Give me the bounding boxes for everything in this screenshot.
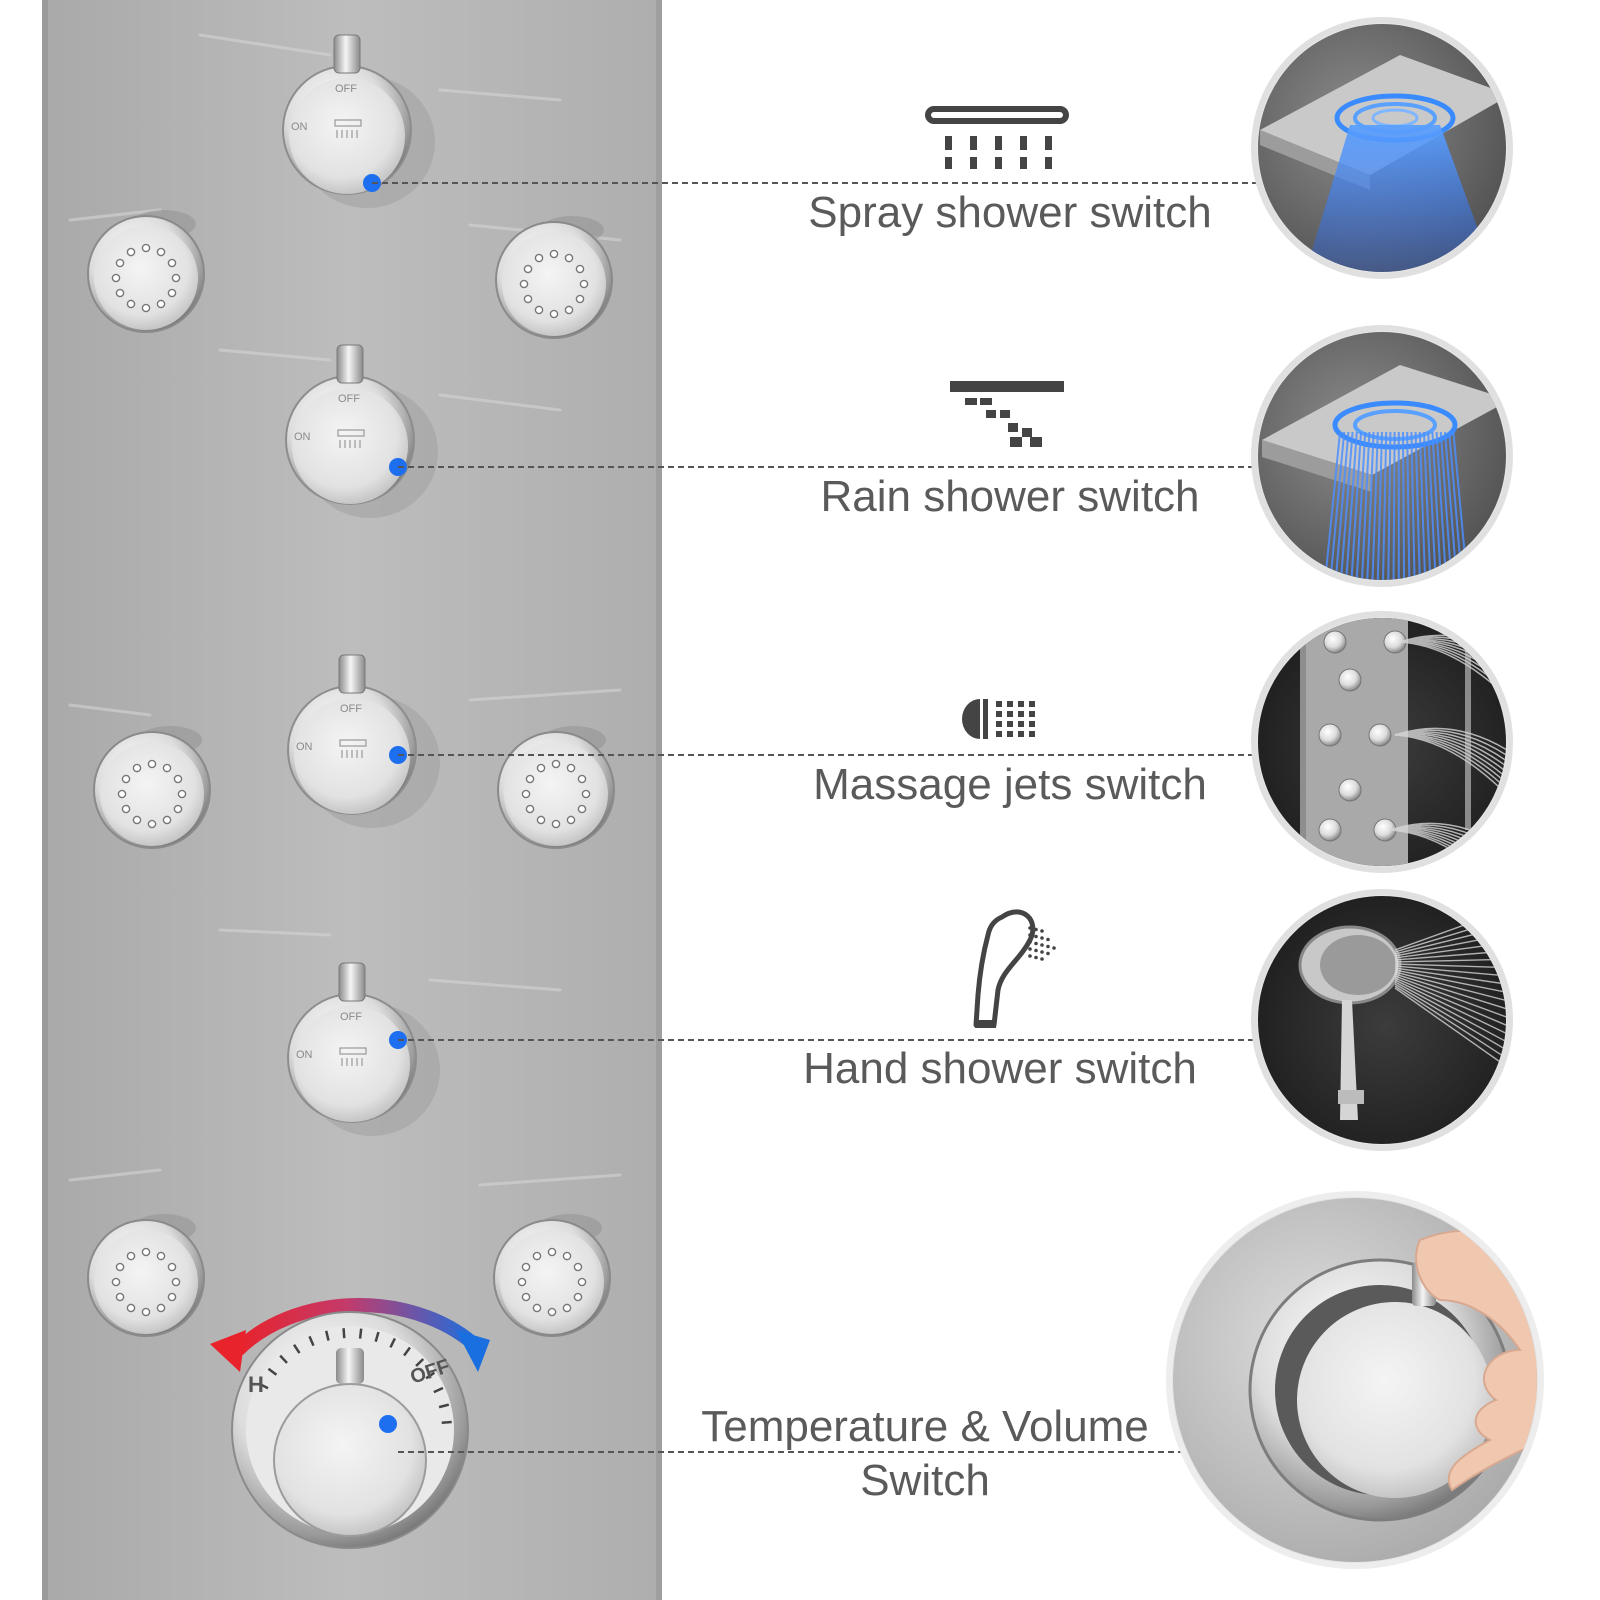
rain-shower-label: Rain shower switch xyxy=(820,472,1200,521)
hand-diverter-knob[interactable]: OFF ON xyxy=(287,962,440,1136)
on-label: ON xyxy=(291,121,308,133)
body-jet[interactable] xyxy=(87,210,205,333)
spray-switch-icon xyxy=(334,119,362,138)
massage-jets-photo xyxy=(1251,611,1513,873)
massage-jets-label: Massage jets switch xyxy=(813,760,1207,809)
massage-jets-icon xyxy=(962,699,1035,739)
on-label: ON xyxy=(294,431,311,443)
hand-shower-label: Hand shower switch xyxy=(803,1044,1197,1093)
hand-shower-photo xyxy=(1251,889,1513,1151)
on-label: ON xyxy=(296,1049,313,1061)
off-label: OFF xyxy=(338,393,360,405)
spray-shower-icon xyxy=(925,106,1069,169)
massage-switch-icon xyxy=(339,739,367,758)
cold-arrow-icon xyxy=(456,1330,490,1372)
rain-switch-icon xyxy=(337,429,365,448)
thermostat-marker xyxy=(379,1415,397,1433)
hot-arrow-icon xyxy=(210,1330,246,1372)
spray-diverter-knob[interactable]: OFF ON xyxy=(282,34,435,208)
body-jet[interactable] xyxy=(93,726,211,849)
body-jet[interactable] xyxy=(497,726,615,849)
hand-shower-icon xyxy=(973,909,1056,1028)
spray-shower-label: Spray shower switch xyxy=(808,188,1212,237)
thermostat-label-line1: Temperature & Volume xyxy=(701,1402,1149,1451)
dial-scale xyxy=(258,1328,452,1425)
rain-shower-photo xyxy=(1251,325,1513,587)
temperature-arc xyxy=(233,1297,483,1355)
body-jet[interactable] xyxy=(495,216,613,339)
thermostat-label-line2: Switch xyxy=(860,1456,990,1505)
hot-mark: H xyxy=(248,1372,264,1397)
rain-shower-icon xyxy=(950,381,1064,447)
thermostat-dial[interactable]: H OFF xyxy=(210,1297,490,1549)
off-label: OFF xyxy=(340,1011,362,1023)
on-label: ON xyxy=(296,741,313,753)
massage-diverter-knob[interactable]: OFF ON xyxy=(287,654,440,828)
hand-switch-icon xyxy=(339,1047,367,1066)
rain-diverter-knob[interactable]: OFF ON xyxy=(285,344,438,518)
off-label: OFF xyxy=(335,83,357,95)
body-jet[interactable] xyxy=(87,1214,205,1337)
body-jet[interactable] xyxy=(493,1214,611,1337)
thermostat-label: Temperature & Volume Switch xyxy=(640,1400,1210,1508)
thermostat-photo xyxy=(1166,1191,1544,1569)
spray-shower-photo xyxy=(1251,17,1513,279)
off-label: OFF xyxy=(340,703,362,715)
